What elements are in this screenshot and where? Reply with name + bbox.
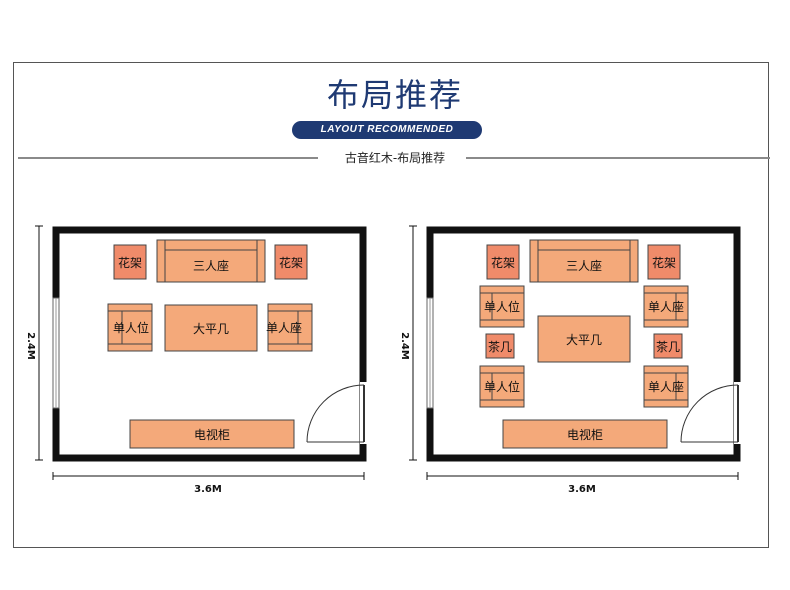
svg-text:大平几: 大平几 <box>566 333 602 347</box>
svg-text:3.6M: 3.6M <box>194 484 222 495</box>
single-seat-right: 单人座 <box>266 303 313 352</box>
height-dimension: 2.4M <box>399 225 417 461</box>
coffee-table: 大平几 <box>537 315 631 363</box>
tea-table-left: 茶几 <box>485 333 515 359</box>
svg-text:花架: 花架 <box>118 255 142 270</box>
svg-text:电视柜: 电视柜 <box>567 427 603 442</box>
divider-left <box>18 157 318 159</box>
single-seat-left-top: 单人位 <box>479 285 525 328</box>
subtitle-text: 古音红木-布局推荐 <box>336 151 454 165</box>
svg-text:单人座: 单人座 <box>648 379 684 394</box>
subtitle: 古音红木-布局推荐 <box>0 149 790 166</box>
svg-text:单人位: 单人位 <box>484 379 520 394</box>
svg-text:单人位: 单人位 <box>484 299 520 314</box>
svg-text:3.6M: 3.6M <box>568 484 596 495</box>
svg-text:大平几: 大平几 <box>193 322 229 336</box>
svg-text:2.4M: 2.4M <box>399 332 410 360</box>
flower-stand-left: 花架 <box>486 244 520 280</box>
single-seat-left: 单人位 <box>107 303 153 352</box>
width-dimension: 3.6M <box>52 472 365 495</box>
svg-text:电视柜: 电视柜 <box>194 427 230 442</box>
width-dimension: 3.6M <box>426 472 739 495</box>
divider-right <box>466 157 770 159</box>
floor-plan-2: 花架 花架 三人座 单人位 茶几 单人位 大平几 <box>399 225 742 495</box>
svg-text:单人位: 单人位 <box>113 320 149 335</box>
page-title: 布局推荐 <box>326 76 463 114</box>
svg-text:三人座: 三人座 <box>566 258 602 273</box>
door-swing <box>680 384 739 443</box>
tv-cabinet: 电视柜 <box>129 419 295 449</box>
layout-recommended-badge: LAYOUT RECOMMENDED <box>292 121 482 139</box>
three-seat-sofa: 三人座 <box>156 239 266 283</box>
flower-stand-right: 花架 <box>274 244 308 280</box>
height-dimension: 2.4M <box>25 225 43 461</box>
svg-text:2.4M: 2.4M <box>25 332 36 360</box>
svg-text:单人座: 单人座 <box>266 320 302 335</box>
coffee-table: 大平几 <box>164 304 258 352</box>
svg-text:花架: 花架 <box>279 255 303 270</box>
svg-text:三人座: 三人座 <box>193 258 229 273</box>
floor-plan-1: 花架 花架 三人座 单人位 大平几 单人座 电视柜 <box>25 225 368 495</box>
three-seat-sofa: 三人座 <box>529 239 639 283</box>
svg-text:花架: 花架 <box>652 255 676 270</box>
tv-cabinet: 电视柜 <box>502 419 668 449</box>
single-seat-right-bottom: 单人座 <box>643 365 689 408</box>
svg-text:茶几: 茶几 <box>656 339 680 354</box>
single-seat-left-bottom: 单人位 <box>479 365 525 408</box>
svg-text:单人座: 单人座 <box>648 299 684 314</box>
outer-frame <box>13 62 769 548</box>
svg-text:花架: 花架 <box>491 255 515 270</box>
tea-table-right: 茶几 <box>653 333 683 359</box>
svg-text:茶几: 茶几 <box>488 339 512 354</box>
flower-stand-left: 花架 <box>113 244 147 280</box>
door-swing <box>306 384 365 443</box>
single-seat-right-top: 单人座 <box>643 285 689 328</box>
flower-stand-right: 花架 <box>647 244 681 280</box>
